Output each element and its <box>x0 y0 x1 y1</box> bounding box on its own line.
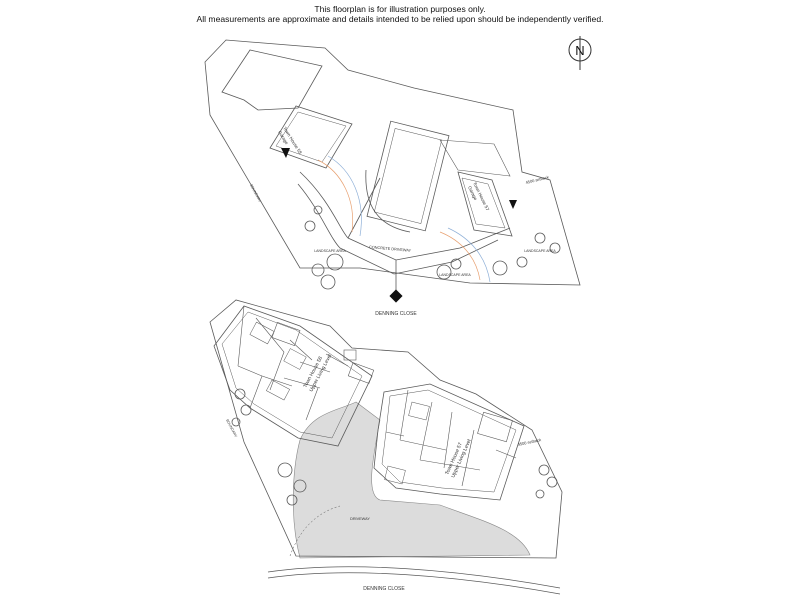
site-entry-marker-icon <box>389 289 403 303</box>
disclaimer: This floorplan is for illustration purpo… <box>0 4 800 24</box>
neighbour-dwelling-left <box>221 49 323 111</box>
floor-street-label: DENNING CLOSE <box>363 586 405 592</box>
floor-driveway-fill <box>292 401 531 559</box>
site-setback-label: 4500 setback <box>525 174 549 185</box>
floor-house57-outline <box>373 383 525 501</box>
north-letter: N <box>575 43 584 58</box>
site-street-label: DENNING CLOSE <box>375 311 417 317</box>
garage-57 <box>457 171 513 237</box>
north-arrow-icon: N <box>568 36 592 70</box>
floor-house58-outline <box>213 305 373 447</box>
floor-setback-label: 4500 setback <box>517 437 541 447</box>
floor-driveway-label: DRIVEWAY <box>350 517 370 521</box>
site-boundary-label: BOUNDARY <box>249 184 262 204</box>
garage-58-arrow-icon <box>281 148 290 158</box>
disclaimer-line-1: This floorplan is for illustration purpo… <box>314 4 486 14</box>
floor-plan <box>209 299 563 595</box>
disclaimer-line-2: All measurements are approximate and det… <box>196 14 604 24</box>
pool-outline <box>366 120 450 232</box>
floor-site-boundary <box>209 299 563 559</box>
site-boundary <box>204 39 581 286</box>
site-plan <box>204 39 581 303</box>
site-house57-sub: Garage <box>467 185 478 201</box>
site-landscape-center: LANDSCAPE AREA <box>439 273 471 277</box>
garage-57-arrow-icon <box>509 200 517 209</box>
site-landscape-right: LANDSCAPE AREA <box>524 249 556 253</box>
site-landscape-left: LANDSCAPE AREA <box>314 249 346 253</box>
site-driveway-lines <box>299 171 511 261</box>
site-driveway-label: CONCRETE DRIVEWAY <box>369 245 412 253</box>
garage-58 <box>269 105 353 169</box>
floor-street-curve <box>267 566 561 589</box>
